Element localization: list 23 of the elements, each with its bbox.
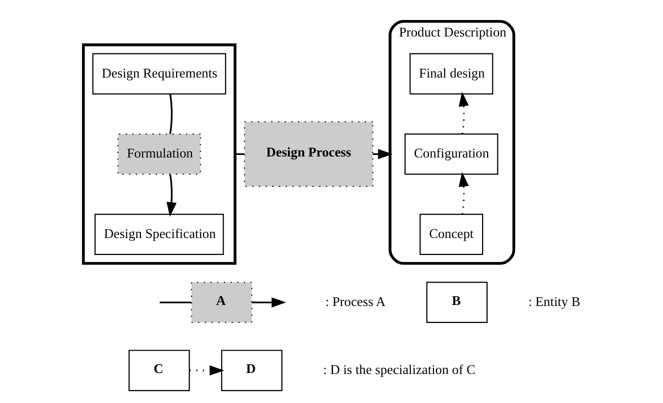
node-box: B: [426, 282, 488, 324]
arrow: [190, 365, 224, 376]
arrow: [458, 172, 469, 214]
connector: [235, 153, 244, 155]
connector: [169, 94, 173, 134]
node-box: C: [128, 350, 190, 392]
arrow: [166, 174, 177, 217]
node-box: A: [191, 282, 252, 324]
label: : Process A: [325, 294, 386, 309]
node-box: D: [221, 350, 282, 392]
node-box: Configuration: [404, 133, 498, 175]
label: : D is the specialization of C: [323, 362, 476, 377]
node-box: Concept: [420, 214, 484, 256]
node-box: Final design: [410, 53, 494, 94]
node-box: Design Requirements: [92, 53, 226, 94]
connector: [160, 302, 192, 304]
node-box: Design Process: [244, 121, 374, 187]
node-box: Design Specification: [94, 214, 224, 256]
arrow: [252, 297, 286, 308]
arrow: [458, 92, 469, 134]
node-box: Formulation: [117, 133, 202, 175]
cluster: [82, 43, 236, 265]
label: : Entity B: [528, 294, 580, 309]
